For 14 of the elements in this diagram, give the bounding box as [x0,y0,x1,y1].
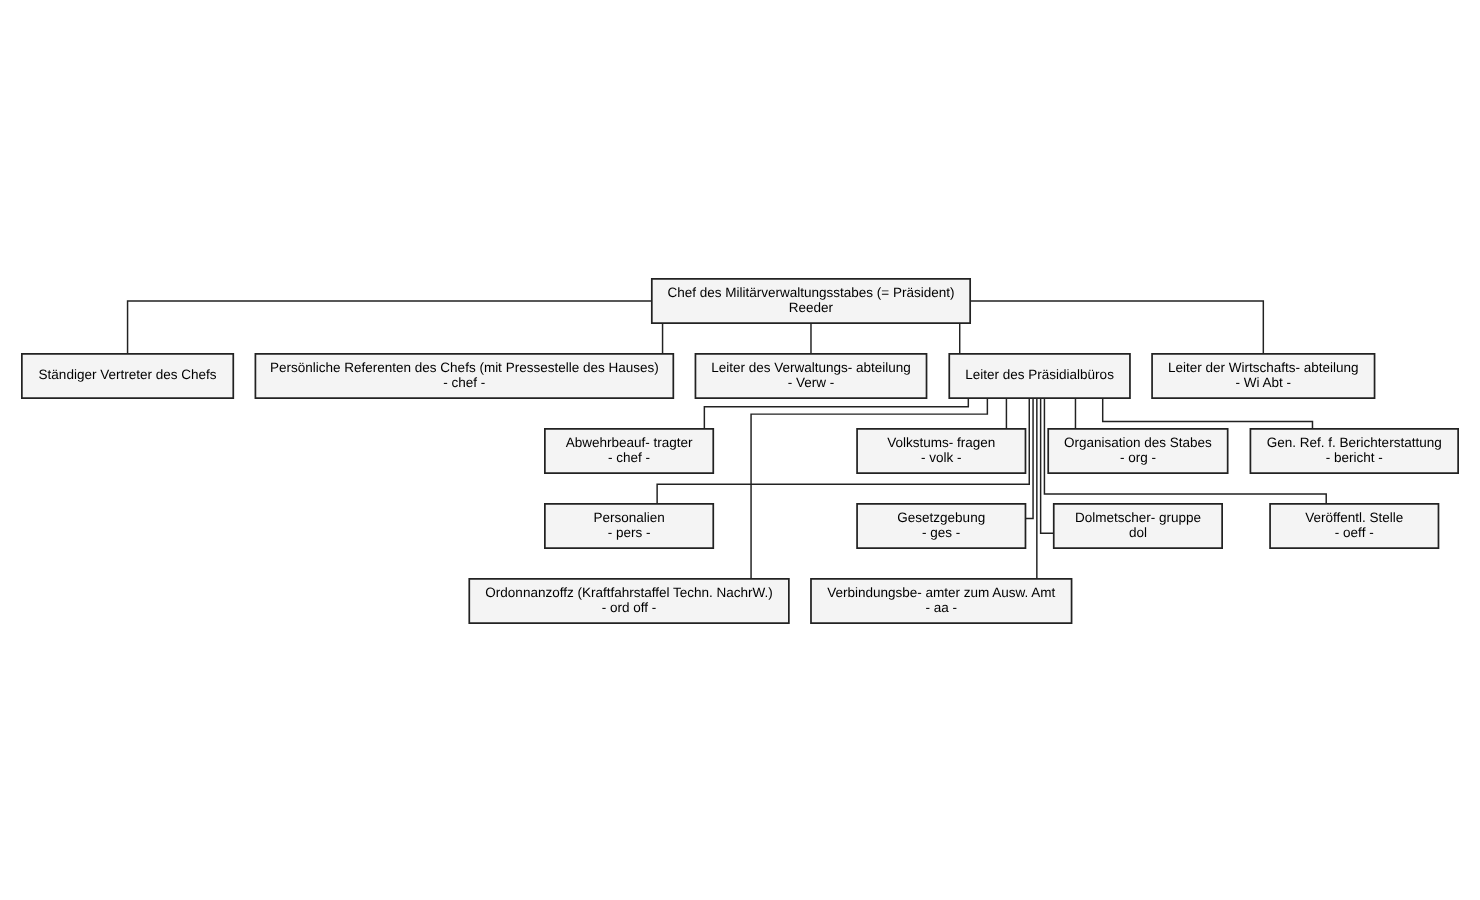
connector [1101,396,1314,429]
connector [1024,396,1034,519]
connector [703,396,970,429]
connector [1039,396,1055,534]
connector [1074,396,1077,429]
connector [656,396,1030,504]
connector [1005,396,1008,429]
connector [661,321,664,354]
connector [1036,396,1038,579]
connector [126,299,653,354]
connector [969,299,1265,354]
connector [750,396,989,579]
connector [958,321,961,354]
connector [810,321,812,354]
